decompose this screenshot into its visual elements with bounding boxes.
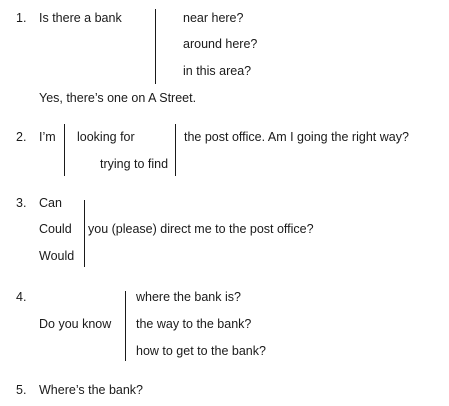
option: in this area? (183, 64, 252, 78)
answer: Yes, there’s one on A Street. (39, 91, 197, 105)
item-number: 4. (16, 290, 27, 304)
option: Can (39, 196, 62, 210)
item-number: 1. (16, 11, 27, 25)
divider (125, 291, 126, 361)
option: around here? (183, 37, 258, 51)
divider (175, 124, 176, 176)
option: near here? (183, 11, 244, 25)
option: how to get to the bank? (136, 344, 266, 358)
divider (155, 9, 156, 84)
item-stem: Where’s the bank? (39, 383, 143, 397)
item-stem: Is there a bank (39, 11, 122, 25)
item-stem: I’m (39, 130, 56, 144)
divider (64, 124, 65, 176)
item-tail: the post office. Am I going the right wa… (184, 130, 409, 144)
item-number: 3. (16, 196, 27, 210)
option: the way to the bank? (136, 317, 252, 331)
option: Would (39, 249, 75, 263)
option: where the bank is? (136, 290, 241, 304)
divider (84, 200, 85, 267)
option: Could (39, 222, 72, 236)
item-number: 2. (16, 130, 27, 144)
item-tail: you (please) direct me to the post offic… (88, 222, 314, 236)
item-number: 5. (16, 383, 27, 397)
option: trying to find (100, 157, 169, 171)
option: looking for (77, 130, 135, 144)
item-stem: Do you know (39, 317, 112, 331)
